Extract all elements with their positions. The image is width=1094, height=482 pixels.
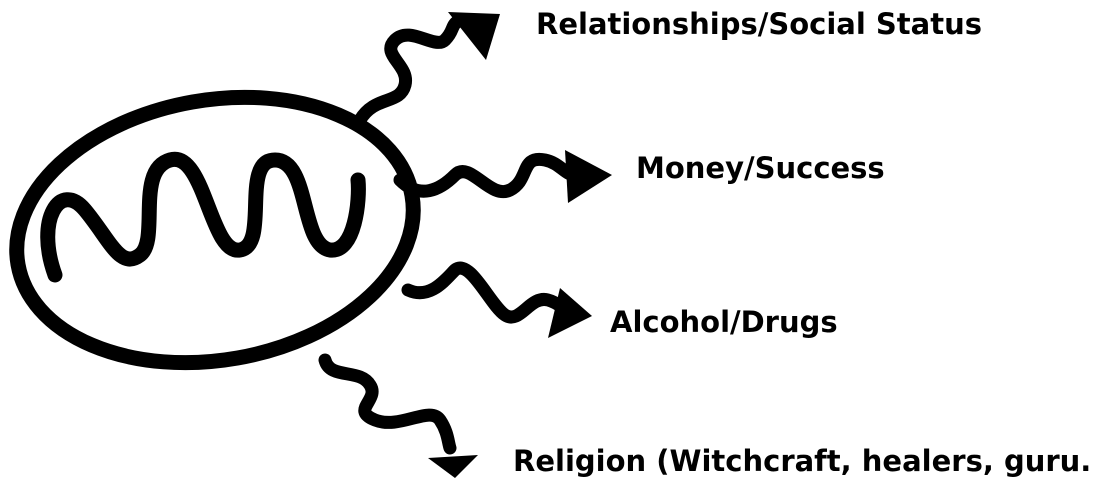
arrowhead-religion <box>428 455 478 478</box>
label-alcohol-drugs: Alcohol/Drugs <box>610 305 838 339</box>
label-relationships-social-status: Relationships/Social Status <box>536 7 982 41</box>
label-religion: Religion (Witchcraft, healers, guru...) <box>513 444 1094 478</box>
arrowhead-alcohol <box>548 288 592 338</box>
label-money-success: Money/Success <box>636 151 885 185</box>
branch-arrow-alcohol <box>401 261 582 324</box>
inner-squiggle <box>40 152 366 283</box>
arrowhead-money <box>565 150 612 203</box>
arrowhead-relationships <box>448 12 500 60</box>
branch-arrow-relationships <box>353 13 467 127</box>
branch-arrow-money <box>393 152 582 199</box>
branch-arrow-religion <box>318 353 457 455</box>
